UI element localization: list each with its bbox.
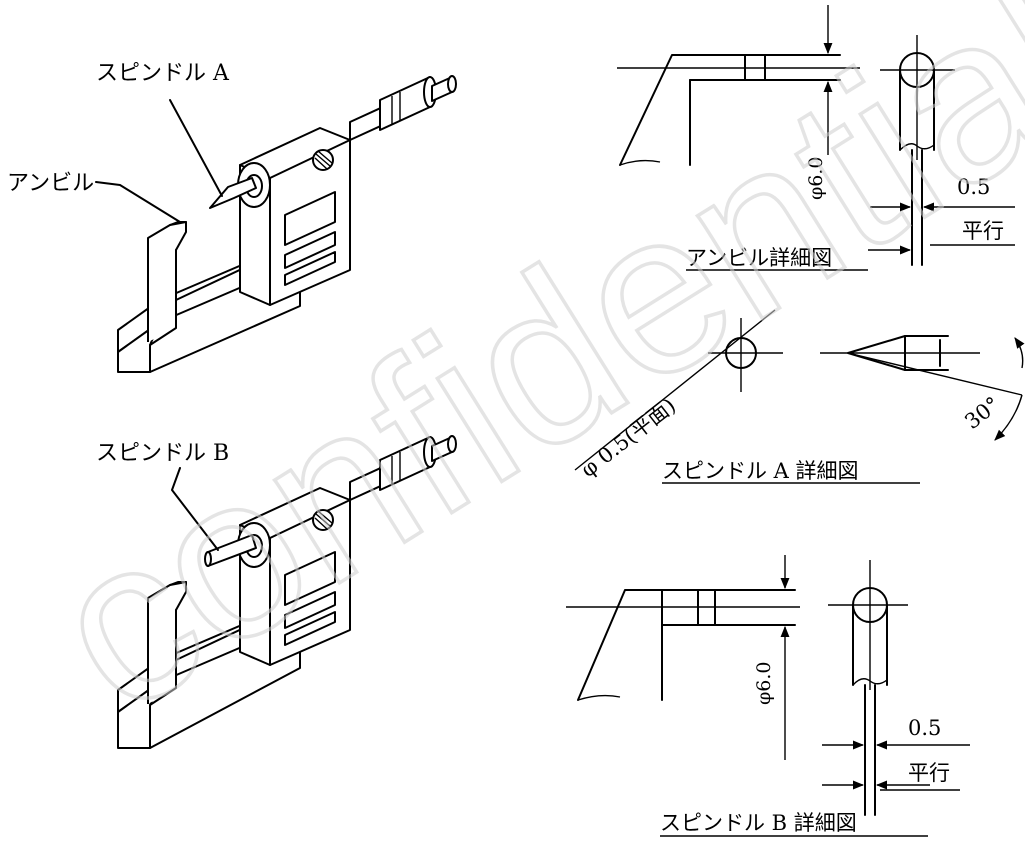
spindle-b-gap-dim: 0.5 xyxy=(908,716,941,740)
anvil-detail-drawing xyxy=(617,5,1015,266)
leader-anvil xyxy=(95,181,181,223)
spindle-a-angle-dim: 30° xyxy=(960,392,1004,434)
micrometer-a-illustration xyxy=(117,75,457,373)
spindle-b-detail-caption: スピンドル B 詳細図 xyxy=(660,811,857,835)
spindle-b-parallel-note: 平行 xyxy=(908,761,950,785)
leader-spindle-a xyxy=(169,99,223,197)
watermark-confidential: confidential xyxy=(10,0,1025,762)
anvil-parallel-note: 平行 xyxy=(962,219,1004,243)
spindle-a-detail-drawing xyxy=(574,309,1025,471)
anvil-detail-caption: アンビル詳細図 xyxy=(686,246,832,270)
spindle-b-diameter-dim: φ6.0 xyxy=(753,661,775,705)
anvil-diameter-dim: φ6.0 xyxy=(805,156,827,200)
label-anvil: アンビル xyxy=(7,171,94,196)
leader-spindle-b xyxy=(171,467,219,551)
spindle-b-detail-drawing xyxy=(566,555,970,816)
spindle-a-detail-caption: スピンドル A 詳細図 xyxy=(662,459,859,483)
label-spindle-a: スピンドル A xyxy=(96,61,230,86)
micrometer-b-illustration xyxy=(117,435,457,749)
label-spindle-b: スピンドル B xyxy=(96,441,229,466)
anvil-gap-dim: 0.5 xyxy=(957,175,990,199)
